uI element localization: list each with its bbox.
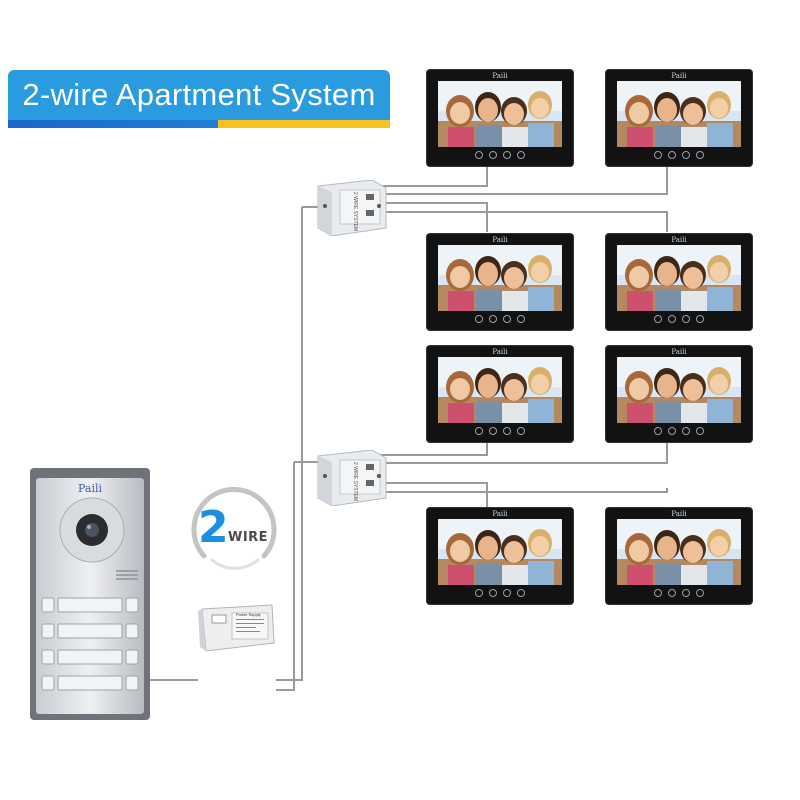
monitor-button-icon	[682, 589, 690, 597]
monitor-brand: Paili	[492, 72, 508, 80]
monitor-button-icon	[668, 589, 676, 597]
monitor-button-icon	[668, 151, 676, 159]
monitor-button-icon	[503, 427, 511, 435]
banner-background	[8, 70, 390, 120]
monitor-button-row	[427, 315, 573, 323]
family-photo-screen-icon	[438, 357, 562, 423]
monitor-button-icon	[475, 151, 483, 159]
monitor-button-icon	[682, 151, 690, 159]
distributor-box-icon	[317, 449, 387, 507]
distributor-upper: 2 WIRE SYSTEM	[316, 179, 388, 237]
wire-lower-out-3	[372, 482, 488, 508]
power-supply-title: Power Supply	[236, 612, 261, 617]
family-photo-screen-icon	[617, 81, 741, 147]
indoor-monitor: Paili	[427, 508, 573, 604]
indoor-monitor: Paili	[427, 346, 573, 442]
monitor-button-row	[606, 427, 752, 435]
monitor-button-icon	[654, 589, 662, 597]
distributor-lower: 2 WIRE SYSTEM	[316, 449, 388, 507]
monitor-brand: Paili	[671, 348, 687, 356]
wire-upper-out-4	[372, 211, 668, 232]
two-wire-badge: 2 WIRE	[184, 478, 284, 578]
monitor-button-row	[427, 427, 573, 435]
monitor-button-icon	[475, 315, 483, 323]
monitor-brand: Paili	[671, 510, 687, 518]
wire-lower-out-2	[372, 438, 668, 464]
monitor-button-icon	[654, 315, 662, 323]
monitor-button-icon	[489, 315, 497, 323]
indoor-monitor: Paili	[606, 508, 752, 604]
monitor-button-icon	[682, 315, 690, 323]
monitor-brand: Paili	[671, 236, 687, 244]
indoor-monitor: Paili	[427, 234, 573, 330]
indoor-monitor: Paili	[606, 234, 752, 330]
monitor-button-icon	[517, 589, 525, 597]
monitor-button-icon	[696, 589, 704, 597]
wire-trunk-secondary	[276, 462, 295, 691]
monitor-brand: Paili	[492, 348, 508, 356]
family-photo-screen-icon	[617, 519, 741, 585]
family-photo-screen-icon	[438, 81, 562, 147]
distributor-label: 2 WIRE SYSTEM	[352, 192, 358, 232]
wire-upper-out-2	[372, 165, 668, 195]
monitor-button-icon	[696, 151, 704, 159]
badge-word: WIRE	[228, 530, 269, 545]
power-supply-unit-icon	[198, 604, 275, 652]
wire-trunk	[276, 207, 303, 681]
family-photo-screen-icon	[617, 357, 741, 423]
banner-stripe	[8, 120, 390, 128]
door-station-icon	[30, 468, 150, 720]
monitor-button-icon	[654, 151, 662, 159]
monitor-button-icon	[517, 315, 525, 323]
monitor-button-icon	[475, 589, 483, 597]
monitor-button-row	[427, 589, 573, 597]
monitor-button-icon	[517, 151, 525, 159]
wire-upper-out-1	[372, 165, 488, 187]
monitor-brand: Paili	[492, 236, 508, 244]
wire-upper-out-3	[372, 202, 488, 232]
monitor-button-icon	[696, 427, 704, 435]
monitor-button-icon	[654, 427, 662, 435]
wire-lower-out-1	[372, 438, 488, 456]
monitor-button-row	[606, 589, 752, 597]
monitor-brand: Paili	[492, 510, 508, 518]
distributor-box-icon	[317, 179, 387, 237]
family-photo-screen-icon	[438, 245, 562, 311]
monitor-button-icon	[682, 427, 690, 435]
monitor-button-icon	[489, 589, 497, 597]
wire-lower-out-4	[372, 488, 668, 493]
page-title: 2-wire Apartment System	[22, 77, 376, 112]
distributor-label: 2 WIRE SYSTEM	[352, 462, 358, 502]
indoor-monitor: Paili	[606, 70, 752, 166]
monitor-button-row	[606, 315, 752, 323]
door-station-brand: Paili	[77, 482, 103, 495]
monitor-button-icon	[668, 315, 676, 323]
monitor-button-icon	[503, 589, 511, 597]
title-banner: 2-wire Apartment System	[8, 70, 390, 128]
monitor-button-icon	[489, 427, 497, 435]
monitor-button-icon	[668, 427, 676, 435]
monitor-button-row	[606, 151, 752, 159]
indoor-monitor: Paili	[427, 70, 573, 166]
indoor-monitor: Paili	[606, 346, 752, 442]
family-photo-screen-icon	[438, 519, 562, 585]
family-photo-screen-icon	[617, 245, 741, 311]
power-supply: Power Supply	[198, 603, 276, 653]
monitor-button-row	[427, 151, 573, 159]
monitor-button-icon	[517, 427, 525, 435]
monitor-button-icon	[489, 151, 497, 159]
monitor-brand: Paili	[671, 72, 687, 80]
door-station: Paili	[30, 468, 150, 720]
monitor-button-icon	[696, 315, 704, 323]
monitor-button-icon	[503, 151, 511, 159]
two-wire-swoosh-icon	[191, 487, 277, 570]
monitor-button-icon	[475, 427, 483, 435]
monitor-button-icon	[503, 315, 511, 323]
badge-digit: 2	[198, 502, 229, 553]
